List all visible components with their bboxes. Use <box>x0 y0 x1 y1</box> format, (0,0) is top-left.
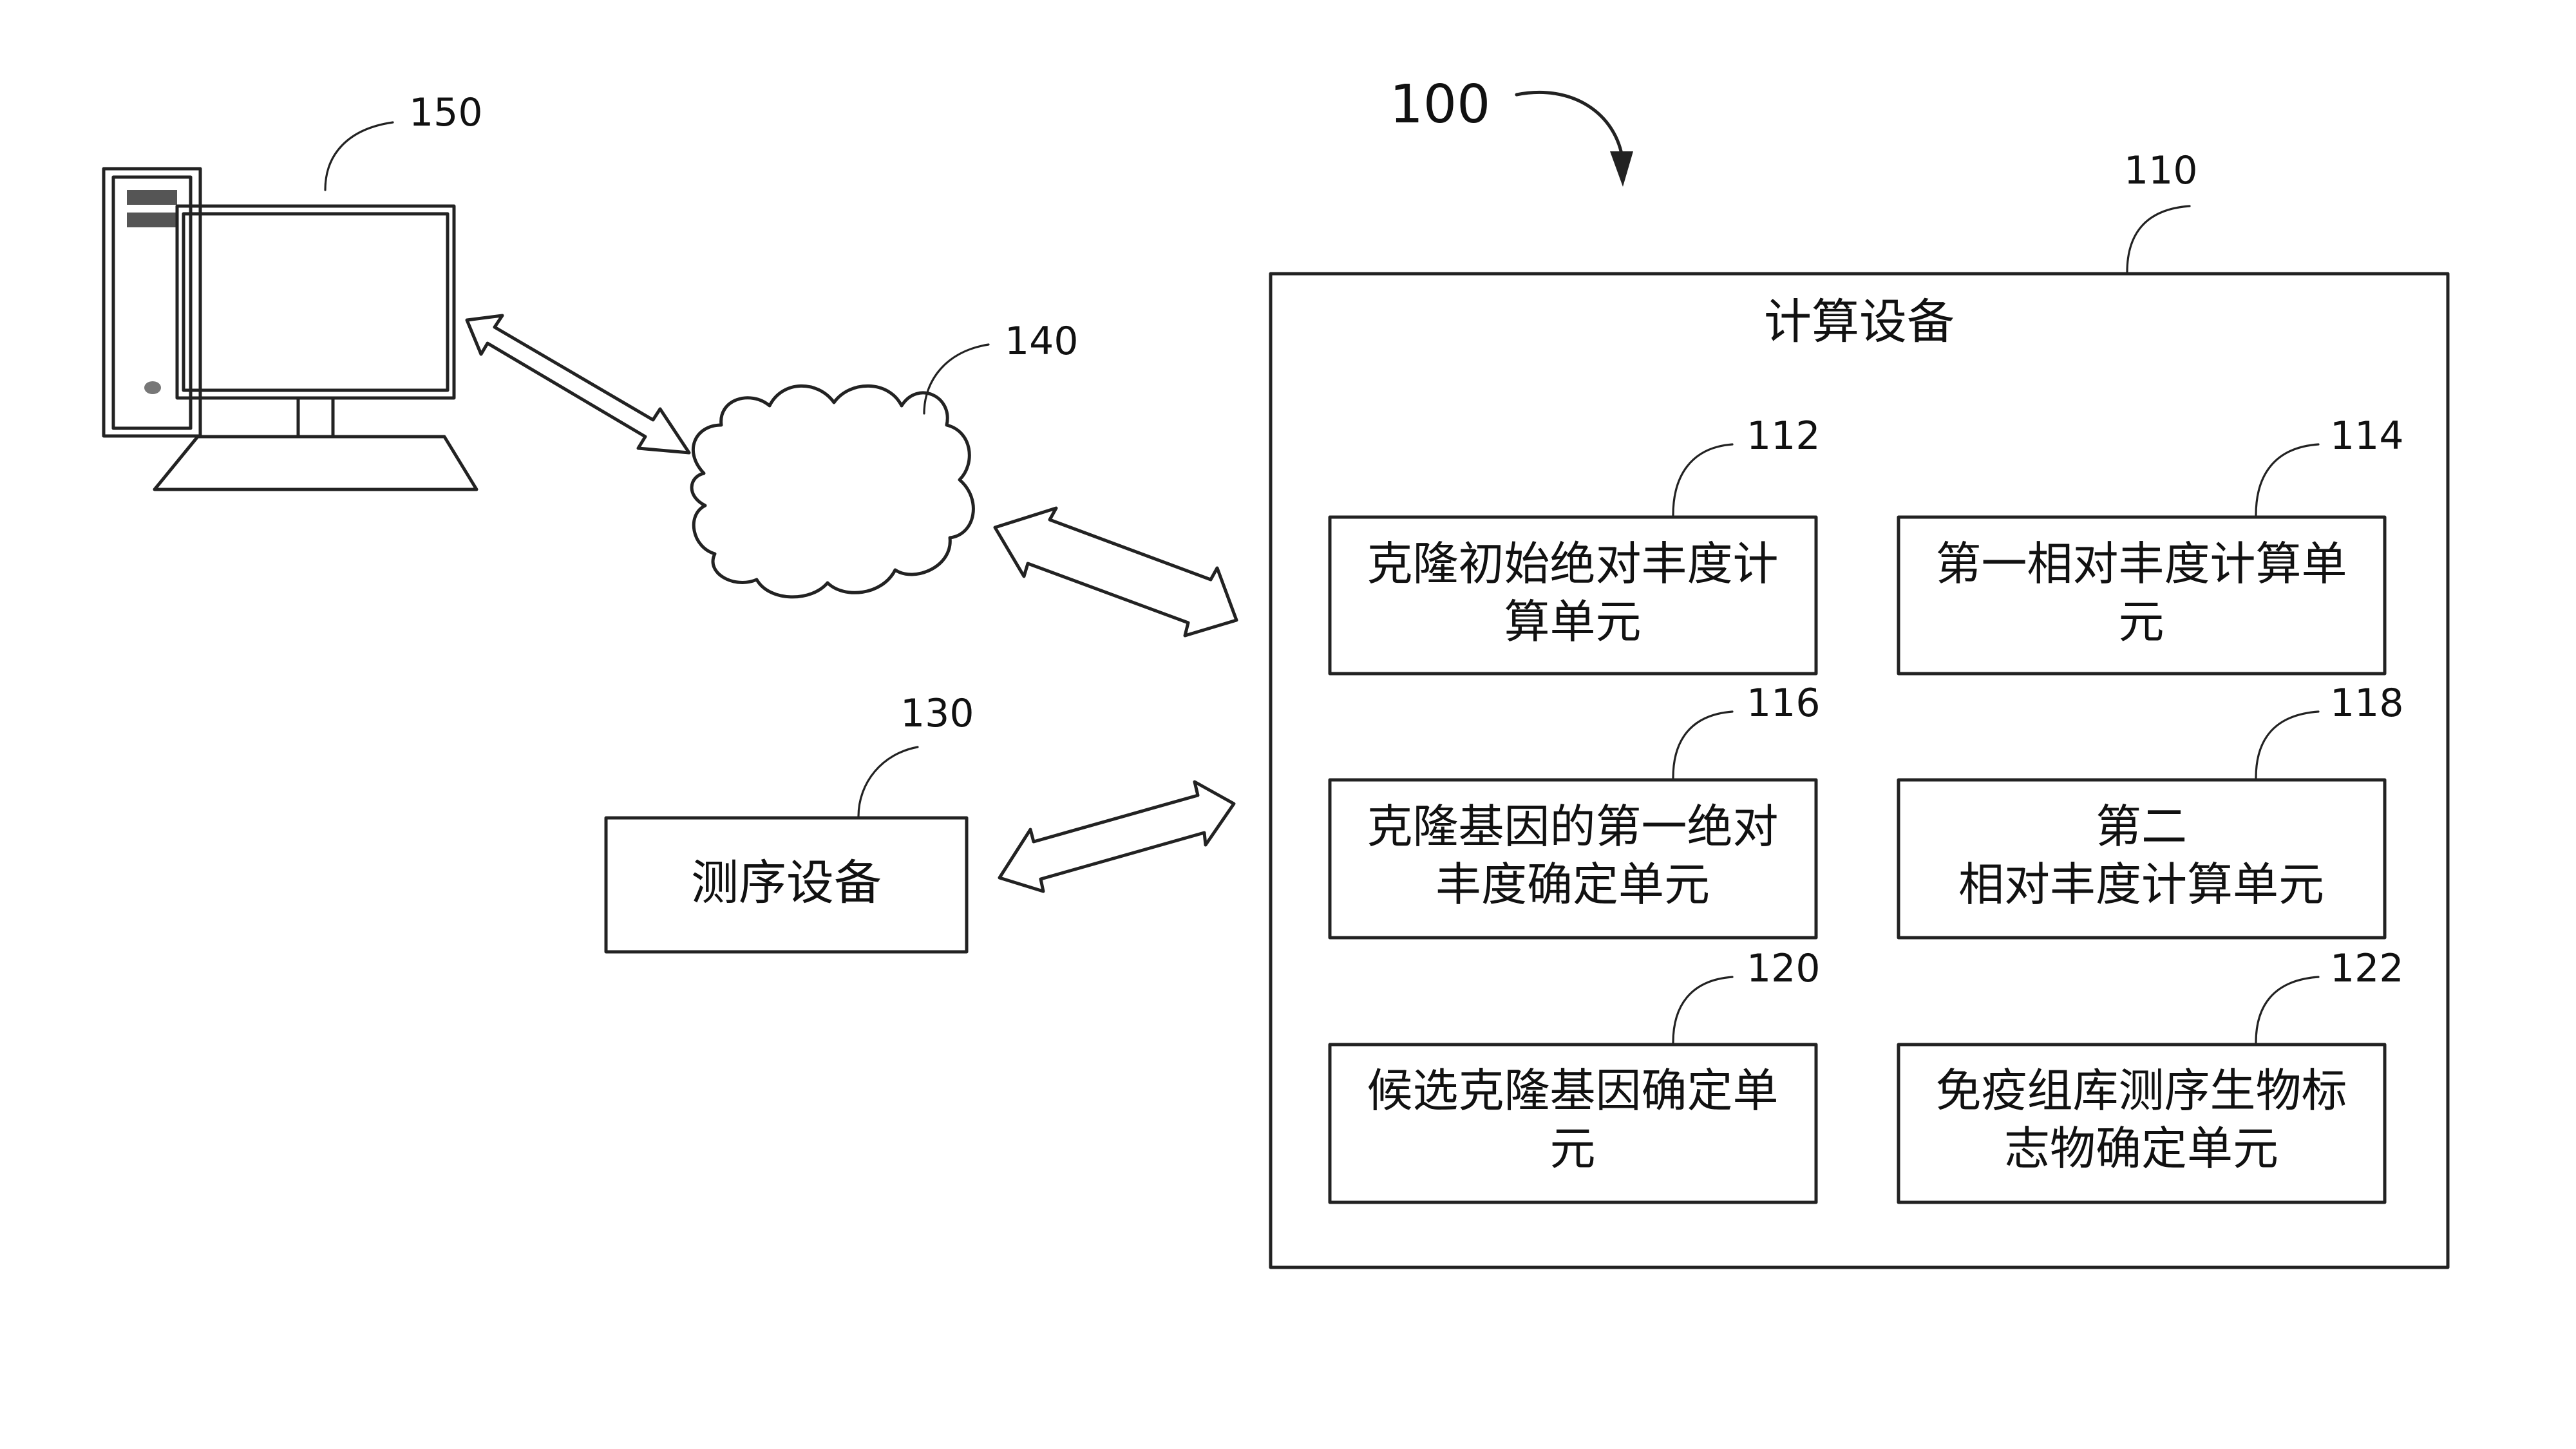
network-device-arrow <box>993 506 1238 638</box>
unit-ref-label: 120 <box>1747 946 1821 991</box>
system-ref-arrowhead <box>1610 151 1633 187</box>
computing-device-ref-label: 110 <box>2124 148 2198 193</box>
unit-label-line: 相对丰度计算单元 <box>1958 858 2324 911</box>
unit-ref-label: 122 <box>2330 946 2404 991</box>
unit-118: 第二 相对丰度计算单元 118 <box>1897 681 2404 940</box>
unit-label-line: 志物确定单元 <box>2004 1122 2278 1175</box>
unit-116: 克隆基因的第一绝对 丰度确定单元 116 <box>1328 681 1821 940</box>
computer-icon <box>102 167 478 491</box>
unit-label-line: 算单元 <box>1504 595 1641 649</box>
sequencer-box <box>604 816 969 954</box>
network-ref-label: 140 <box>1005 319 1079 364</box>
system-ref-label: 100 <box>1390 74 1491 135</box>
unit-label-line: 克隆初始绝对丰度计 <box>1367 537 1778 591</box>
unit-label-line: 克隆基因的第一绝对 <box>1367 800 1778 853</box>
unit-label-line: 丰度确定单元 <box>1435 858 1710 911</box>
unit-ref-leader <box>1672 443 1734 516</box>
unit-label-line: 元 <box>2118 595 2164 649</box>
unit-ref-leader <box>1672 976 1734 1044</box>
sequencer-device-arrow <box>998 780 1236 893</box>
network-ref-leader <box>923 343 990 415</box>
unit-ref-leader <box>2255 976 2320 1044</box>
computer-ref-leader <box>324 121 394 191</box>
unit-label-line: 元 <box>1549 1122 1595 1175</box>
unit-ref-label: 112 <box>1747 413 1821 459</box>
sequencer-label: 测序设备 <box>691 855 882 911</box>
unit-label-line: 第一相对丰度计算单 <box>1935 537 2347 591</box>
computing-device-title: 计算设备 <box>1764 294 1955 350</box>
computer-network-arrow <box>465 314 691 455</box>
unit-ref-label: 116 <box>1747 681 1821 726</box>
unit-ref-label: 114 <box>2330 413 2404 459</box>
network-cloud-icon <box>690 384 975 599</box>
unit-label-line: 第二 <box>2096 800 2187 853</box>
unit-label-line: 免疫组库测序生物标 <box>1935 1064 2347 1117</box>
sequencer-ref-label: 130 <box>900 691 974 736</box>
system-ref-curved-arrow <box>1515 90 1625 163</box>
unit-122: 免疫组库测序生物标 志物确定单元 122 <box>1897 946 2404 1204</box>
unit-ref-leader <box>1672 710 1734 779</box>
unit-114: 第一相对丰度计算单 元 114 <box>1897 413 2404 676</box>
computing-device-ref-leader <box>2126 205 2191 274</box>
unit-label-line: 候选克隆基因确定单 <box>1367 1064 1778 1117</box>
computing-device-box <box>1269 272 2450 1269</box>
unit-ref-leader <box>2255 710 2320 779</box>
unit-ref-leader <box>2255 443 2320 516</box>
unit-ref-label: 118 <box>2330 681 2404 726</box>
sequencer-ref-leader <box>857 746 919 818</box>
unit-112: 克隆初始绝对丰度计 算单元 112 <box>1328 413 1821 676</box>
computer-ref-label: 150 <box>409 90 483 135</box>
unit-120: 候选克隆基因确定单 元 120 <box>1328 946 1821 1204</box>
